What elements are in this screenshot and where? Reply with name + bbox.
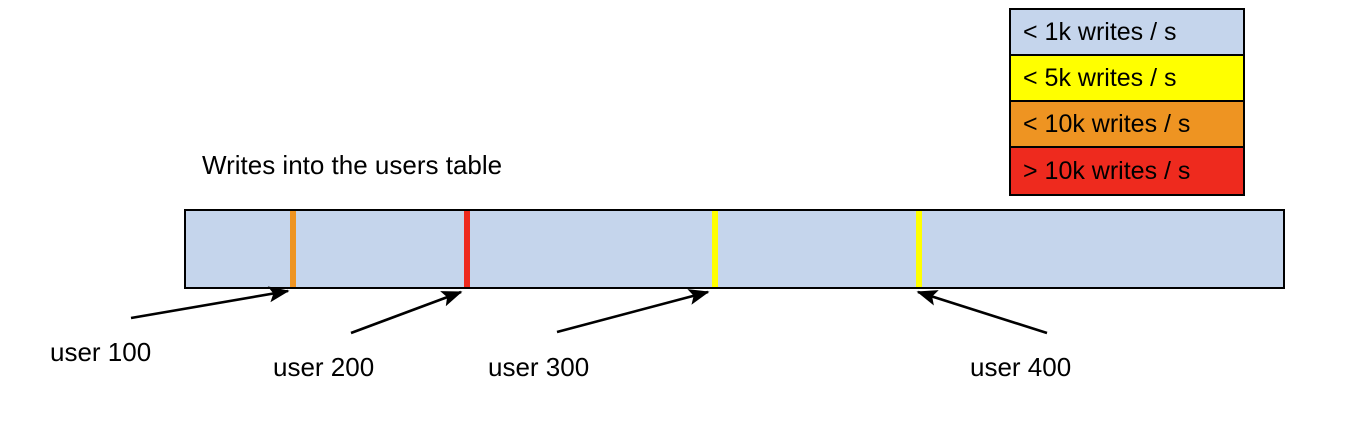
arrow-user-100 bbox=[130, 286, 290, 320]
user-300-stripe bbox=[712, 211, 718, 287]
arrow-user-200 bbox=[350, 290, 463, 335]
write-rate-legend: < 1k writes / s < 5k writes / s < 10k wr… bbox=[1009, 8, 1245, 196]
user-400-stripe bbox=[916, 211, 922, 287]
user-100-stripe bbox=[290, 211, 296, 287]
chart-title: Writes into the users table bbox=[202, 150, 503, 180]
legend-row-under-5k: < 5k writes / s bbox=[1011, 56, 1243, 102]
annotation-label-user-300: user 300 bbox=[488, 352, 590, 382]
annotation-label-user-200: user 200 bbox=[273, 352, 375, 382]
legend-label-under-5k: < 5k writes / s bbox=[1023, 63, 1177, 92]
legend-row-under-10k: < 10k writes / s bbox=[1011, 102, 1243, 148]
arrow-user-400 bbox=[916, 290, 1048, 335]
annotation-label-user-400: user 400 bbox=[970, 352, 1072, 382]
legend-label-under-1k: < 1k writes / s bbox=[1023, 17, 1177, 46]
user-200-stripe bbox=[464, 211, 470, 287]
users-table-keyspace-bar bbox=[184, 209, 1285, 289]
legend-row-over-10k: > 10k writes / s bbox=[1011, 148, 1243, 194]
arrow-user-300 bbox=[556, 289, 710, 334]
legend-label-under-10k: < 10k writes / s bbox=[1023, 109, 1191, 138]
legend-label-over-10k: > 10k writes / s bbox=[1023, 156, 1191, 185]
legend-row-under-1k: < 1k writes / s bbox=[1011, 10, 1243, 56]
annotation-label-user-100: user 100 bbox=[50, 337, 152, 367]
